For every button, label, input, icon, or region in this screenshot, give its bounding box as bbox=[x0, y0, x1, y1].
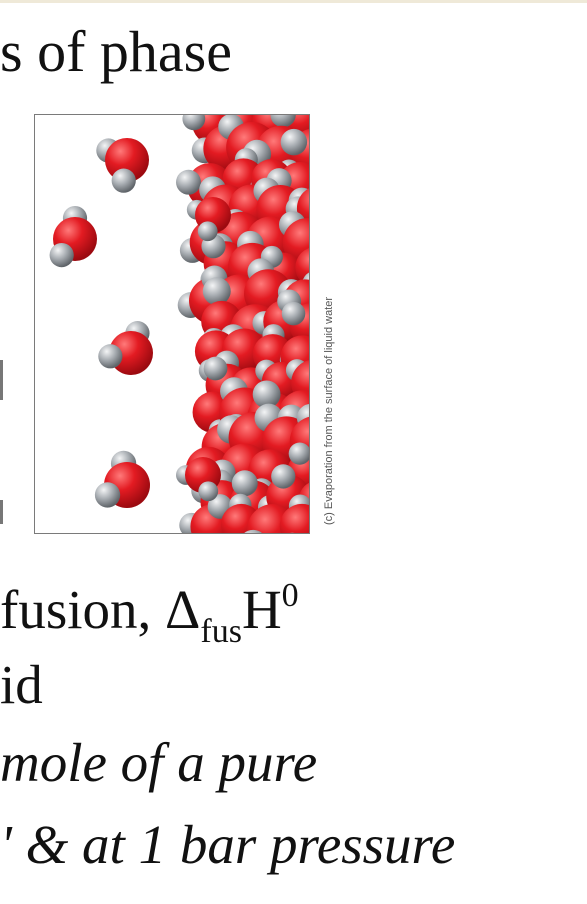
hydrogen-atom bbox=[244, 529, 262, 533]
hydrogen-atom bbox=[270, 115, 296, 128]
enthalpy-symbol: H bbox=[241, 579, 282, 640]
fus-subscript: fus bbox=[200, 613, 242, 650]
cropped-figure-edge bbox=[0, 360, 3, 400]
figure-caption: (c) Evaporation from the surface of liqu… bbox=[323, 296, 335, 525]
slide-heading: s of phase bbox=[0, 19, 232, 84]
hydrogen-atom bbox=[198, 481, 219, 502]
hydrogen-atom bbox=[281, 301, 306, 326]
hydrogen-atom bbox=[49, 243, 74, 268]
hydrogen-atom bbox=[176, 169, 201, 195]
hydrogen-atom bbox=[98, 344, 123, 369]
oxygen-atom bbox=[105, 138, 149, 182]
hydrogen-atom bbox=[271, 464, 296, 489]
hydrogen-atom bbox=[197, 221, 218, 242]
hydrogen-atom bbox=[94, 482, 121, 508]
hydrogen-atom bbox=[280, 128, 308, 156]
slide-top-border bbox=[0, 0, 587, 3]
oxygen-atom bbox=[109, 331, 153, 375]
cropped-figure-edge-lower bbox=[0, 500, 3, 524]
enthalpy-of-fusion-line: fusion, ΔfusH0 bbox=[0, 577, 299, 650]
hydrogen-atom bbox=[288, 442, 309, 465]
hydrogen-atom bbox=[203, 356, 228, 381]
line-2: id bbox=[0, 654, 43, 715]
hydrogen-atom bbox=[289, 532, 295, 533]
hydrogen-atom bbox=[111, 168, 136, 193]
water-molecules-svg bbox=[49, 115, 310, 533]
delta-symbol: Δ bbox=[165, 579, 201, 640]
oxygen-atom bbox=[279, 503, 309, 533]
definition-line-1: mole of a pure bbox=[0, 732, 318, 793]
hydrogen-atom bbox=[231, 470, 258, 497]
hydrogen-atom bbox=[182, 115, 206, 131]
line1-text: fusion, bbox=[0, 579, 165, 640]
hydrogen-atom bbox=[202, 277, 231, 306]
hydrogen-atom bbox=[252, 380, 281, 409]
evaporation-illustration bbox=[34, 114, 310, 534]
hydrogen-atom bbox=[309, 336, 310, 360]
definition-line-2: ' & at 1 bar pressure bbox=[0, 814, 456, 875]
standard-state-superscript: 0 bbox=[281, 577, 299, 614]
